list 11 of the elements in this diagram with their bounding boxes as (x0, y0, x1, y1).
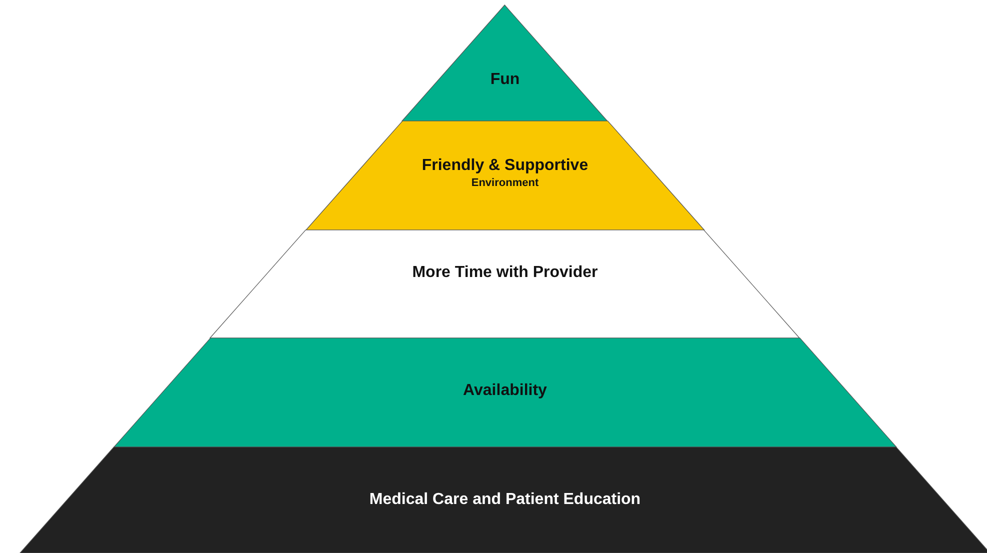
tier-label: Availability (463, 381, 547, 401)
tier-label: Environment (471, 176, 539, 189)
pyramid-tier (20, 447, 987, 553)
tier-label: Friendly & Supportive (422, 156, 588, 176)
pyramid-tier (114, 338, 896, 447)
pyramid-tier (306, 121, 704, 230)
tier-label: More Time with Provider (412, 263, 598, 283)
tier-label: Fun (490, 70, 520, 90)
tier-label: Medical Care and Patient Education (369, 490, 641, 510)
pyramid-tier (402, 5, 608, 121)
pyramid-tier (210, 230, 800, 338)
